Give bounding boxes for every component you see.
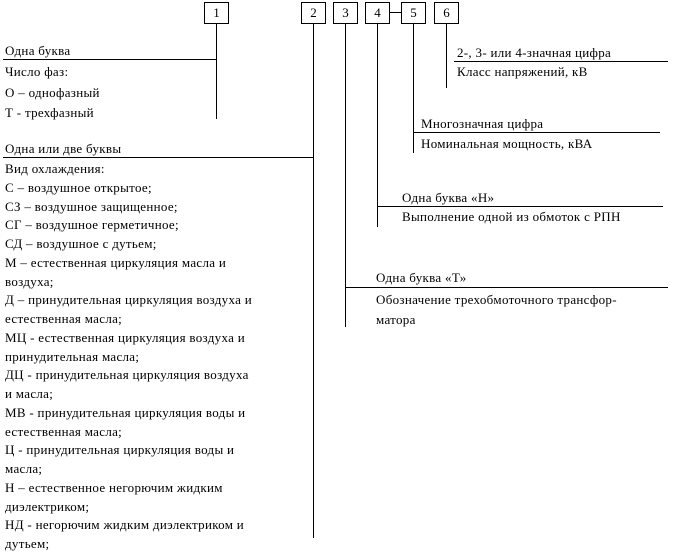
position-box-1: 1: [204, 2, 229, 24]
leader-line-box4: [377, 23, 378, 227]
position-box-6: 6: [434, 2, 459, 24]
leader-line-box6: [446, 23, 447, 88]
leader-line-box5: [413, 23, 414, 153]
cooling-section-rule: [3, 157, 314, 158]
position-box-3: 3: [333, 2, 358, 24]
rated-power-section-body: Номинальная мощность, кВА: [421, 136, 593, 151]
rated-power-section-rule: [413, 132, 660, 133]
rated-power-section-title: Многозначная цифра: [421, 116, 544, 131]
voltage-class-section-rule: [454, 61, 668, 62]
leader-line-box3: [345, 23, 346, 327]
cooling-section-body: Вид охлаждения: С – воздушное открытое; …: [5, 161, 252, 551]
voltage-class-section-title: 2-, 3- или 4-значная цифра: [457, 45, 612, 60]
rpn-section-title: Одна буква «Н»: [402, 190, 495, 205]
position-box-2: 2: [301, 2, 326, 24]
three-winding-section-body: Обозначение трехобмоточного трансфор- ма…: [376, 292, 617, 327]
leader-line-box1: [216, 23, 217, 119]
voltage-class-section-body: Класс напряжений, кВ: [457, 64, 588, 79]
phase-section-rule: [3, 59, 217, 60]
rpn-section-rule: [377, 206, 663, 207]
box4-box5-connector-line: [390, 12, 401, 13]
position-box-4: 4: [365, 2, 390, 24]
three-winding-section-rule: [345, 287, 668, 288]
phase-section-body: Число фаз: О – однофазный Т - трехфазный: [5, 64, 100, 120]
cooling-section-title: Одна или две буквы: [5, 141, 122, 156]
position-box-5: 5: [401, 2, 426, 24]
leader-line-box2: [313, 23, 314, 538]
rpn-section-body: Выполнение одной из обмоток с РПН: [402, 209, 621, 224]
phase-section-title: Одна буква: [5, 43, 71, 58]
three-winding-section-title: Одна буква «Т»: [376, 270, 467, 285]
